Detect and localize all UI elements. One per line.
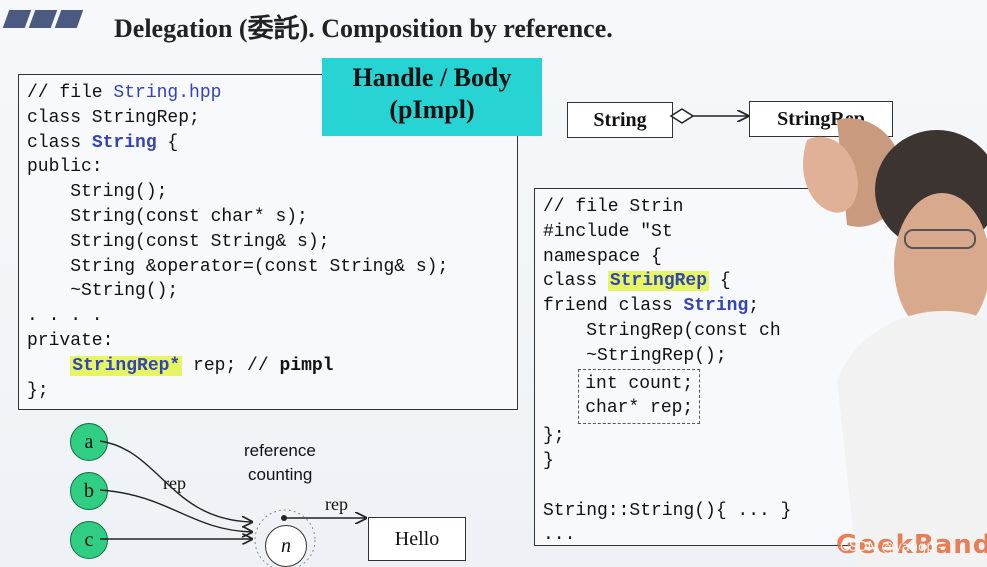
- code-line: class StringRep {: [543, 271, 731, 292]
- brace: {: [156, 132, 179, 153]
- code-line: }: [543, 450, 554, 471]
- rep-label-right: rep: [325, 494, 348, 514]
- refcount-dotted-ring: [254, 509, 316, 567]
- code-line: StringRep(const ch: [543, 320, 781, 341]
- keyword: class: [543, 271, 608, 292]
- hello-string-box: Hello: [368, 517, 466, 561]
- uml-string-class: String: [567, 102, 673, 138]
- geekband-logo: GeekBand: [836, 530, 987, 560]
- code-line: };: [27, 380, 49, 401]
- pimpl-pointer-type: StringRep*: [70, 355, 183, 376]
- filename: String.hpp: [113, 83, 222, 103]
- code-line: String();: [27, 182, 168, 203]
- code-line: . . . .: [27, 306, 103, 327]
- code-line: friend class String;: [543, 296, 759, 316]
- rep-arrow-b: [99, 489, 252, 532]
- code-line: // file String.hpp: [27, 83, 221, 103]
- presenter-glasses: [904, 229, 976, 249]
- object-a-node: a: [70, 423, 108, 461]
- members-dashed-box: int count; char* rep;: [578, 368, 701, 425]
- code-line: ~StringRep();: [543, 345, 727, 366]
- handle-body-label: Handle / Body (pImpl): [322, 58, 542, 136]
- class-name: String: [91, 132, 157, 153]
- code-line: char* rep;: [585, 398, 694, 419]
- code-line: ~String();: [27, 281, 179, 302]
- code-text: rep; //: [182, 355, 280, 376]
- code-line: int count;: [585, 373, 694, 394]
- presenter-shirt: [837, 310, 987, 567]
- handle-body-title: Handle / Body: [352, 63, 512, 92]
- object-c-node: c: [70, 521, 108, 559]
- keyword: friend class: [543, 296, 684, 317]
- code-block: // file String.hpp class StringRep; clas…: [19, 75, 517, 403]
- semicolon: ;: [748, 296, 760, 317]
- slide-title: Delegation (委託). Composition by referenc…: [114, 14, 613, 43]
- class-name: String: [683, 296, 749, 317]
- code-line: String::String(){ ... }: [543, 500, 792, 521]
- code-line: String(const String& s);: [27, 231, 330, 252]
- object-b-node: b: [70, 472, 108, 510]
- code-line: String(const char* s);: [27, 206, 308, 227]
- code-line: class String {: [27, 133, 178, 153]
- code-line: #include "St: [543, 221, 673, 242]
- comment: // file: [27, 83, 114, 103]
- code-line: };: [543, 426, 565, 447]
- code-line: StringRep* rep; // pimpl: [27, 355, 334, 376]
- code-line: namespace {: [543, 246, 662, 267]
- rep-label-left: rep: [163, 473, 186, 493]
- code-line: public:: [27, 157, 103, 178]
- code-line: private:: [27, 330, 114, 351]
- presenter-hand: [803, 136, 858, 213]
- code-line: String &operator=(const String& s);: [27, 256, 449, 277]
- code-line: class StringRep;: [27, 107, 200, 128]
- code-line: // file Strin: [543, 197, 684, 217]
- presenter-figure: [803, 118, 987, 567]
- arrow-origin-dot: [281, 515, 287, 521]
- pimpl-comment: pimpl: [279, 355, 334, 376]
- reference-label: reference: [244, 441, 316, 460]
- counting-label: counting: [248, 465, 313, 484]
- rep-arrow-a: [99, 440, 252, 522]
- keyword: class: [27, 132, 92, 153]
- aggregation-diamond: [669, 108, 695, 124]
- code-block: // file Strin #include "St namespace { c…: [535, 189, 915, 548]
- csdn-watermark: CSDN @yangpi-: [840, 540, 943, 555]
- pimpl-subtitle: (pImpl): [389, 95, 475, 124]
- code-line: ...: [543, 525, 576, 546]
- class-name: StringRep: [607, 271, 710, 292]
- brace: {: [709, 271, 731, 292]
